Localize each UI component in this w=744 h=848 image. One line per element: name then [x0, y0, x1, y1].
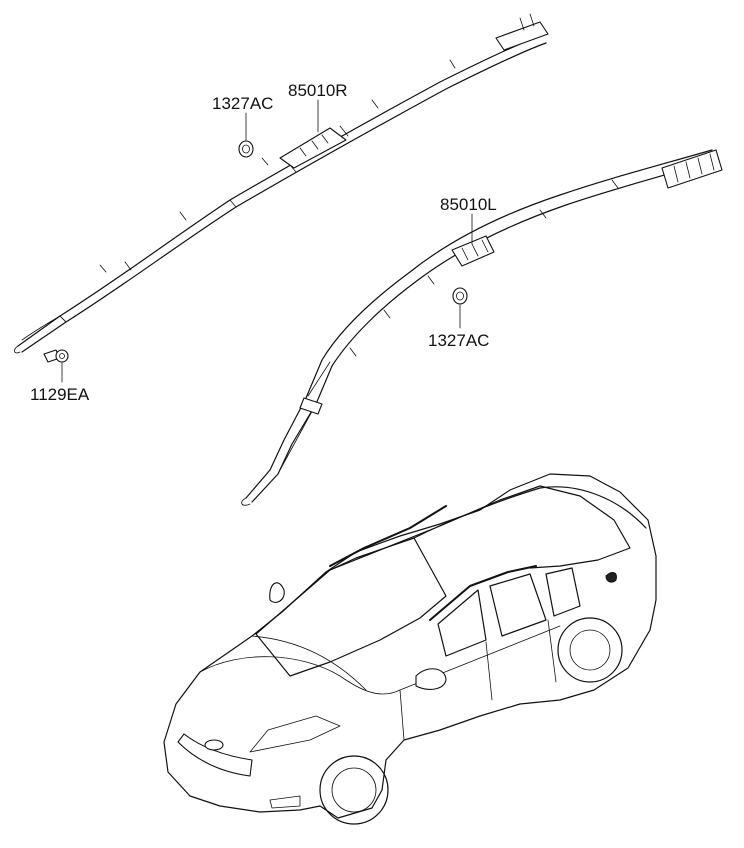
curtain-airbag-left — [241, 149, 723, 506]
car-illustration — [163, 473, 657, 825]
clip-1327ac-left — [452, 287, 468, 329]
label-1327ac-right: 1327AC — [212, 94, 273, 113]
clip-1327ac-right — [238, 112, 254, 158]
label-1327ac-left: 1327AC — [428, 331, 489, 350]
curtain-airbag-right — [14, 13, 549, 354]
label-85010l: 85010L — [440, 195, 497, 214]
bolt-1129ea — [43, 349, 69, 383]
label-1129ea: 1129EA — [30, 385, 90, 404]
label-85010r: 85010R — [288, 81, 348, 100]
